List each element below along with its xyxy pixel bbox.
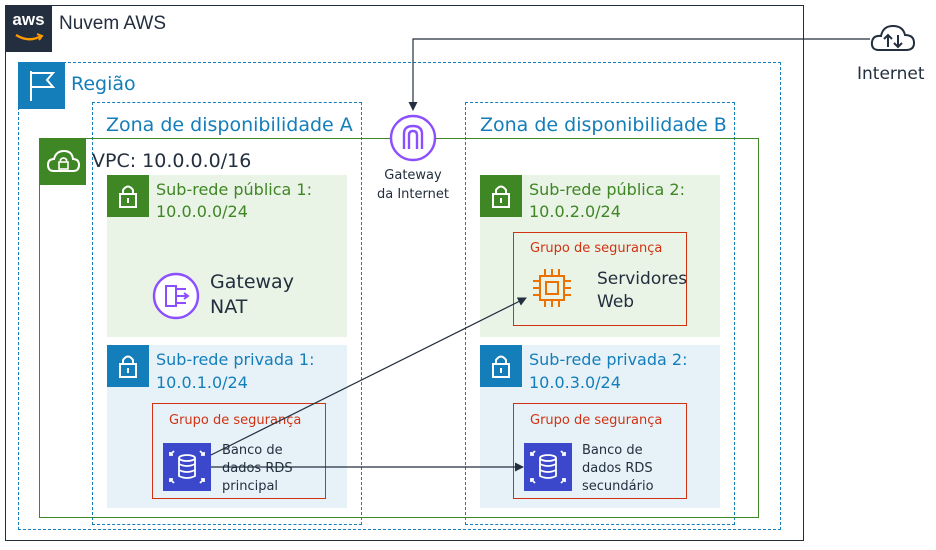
vpc-label: VPC: 10.0.0.0/16 [92, 150, 252, 172]
aws-cloud-title: Nuvem AWS [59, 13, 166, 34]
private-subnet-2-name: Sub-rede privada 2: [529, 350, 688, 369]
web-security-group [513, 232, 687, 326]
vpc-icon-tile [39, 138, 86, 185]
web-servers-label-line2: Web [597, 292, 635, 312]
region-flag-icon [30, 71, 56, 101]
rds-primary-label-line2: dados RDS [222, 461, 293, 476]
ec2-chip-icon [533, 269, 571, 307]
rds-secondary-label-line1: Banco de [582, 443, 643, 458]
region-flag-tile [18, 62, 65, 109]
rds-database-icon [169, 450, 205, 484]
availability-zone-a-label: Zona de disponibilidade A [106, 114, 353, 136]
lock-icon [119, 355, 137, 378]
region-label: Região [71, 73, 136, 95]
public-subnet-2-name: Sub-rede pública 2: [529, 180, 685, 199]
internet-gateway-label-line2: da Internet [377, 187, 449, 202]
lock-icon [492, 355, 510, 378]
nat-gateway-label-line2: NAT [210, 296, 248, 318]
rds-database-icon [530, 450, 566, 484]
rds-primary-security-group-label: Grupo de segurança [169, 413, 302, 428]
private-subnet-1-cidr: 10.0.1.0/24 [156, 373, 248, 392]
aws-cloud-group [5, 5, 804, 541]
aws-logo: aws [5, 5, 52, 52]
private-subnet-2-cidr: 10.0.3.0/24 [529, 373, 621, 392]
public-subnet-1-lock-tile [107, 175, 149, 217]
aws-logo-text: aws [12, 10, 45, 29]
internet-gateway-label-line1: Gateway [384, 168, 442, 183]
public-subnet-1-cidr: 10.0.0.0/24 [156, 202, 248, 221]
internet-gateway-icon [389, 114, 437, 162]
lock-icon [492, 185, 510, 208]
web-servers-label-line1: Servidores [597, 269, 688, 289]
nat-gateway-label-line1: Gateway [210, 271, 294, 293]
public-subnet-2-lock-tile [480, 175, 522, 217]
internet-label: Internet [857, 64, 925, 84]
rds-primary-label-line3: principal [222, 479, 279, 494]
nat-gateway-icon [152, 272, 200, 320]
web-security-group-label: Grupo de segurança [530, 241, 663, 256]
rds-secondary-icon-tile [524, 443, 572, 491]
vpc-cloud-lock-icon [46, 149, 80, 172]
rds-secondary-label-line2: dados RDS [582, 461, 653, 476]
internet-cloud-icon [870, 24, 916, 51]
region-group [18, 62, 781, 530]
lock-icon [119, 185, 137, 208]
private-subnet-1-name: Sub-rede privada 1: [156, 350, 315, 369]
rds-primary-icon-tile [163, 443, 211, 491]
rds-secondary-security-group-label: Grupo de segurança [530, 413, 663, 428]
availability-zone-b-label: Zona de disponibilidade B [480, 114, 727, 136]
aws-smile-icon [15, 33, 44, 41]
private-subnet-1-lock-tile [107, 345, 149, 387]
rds-secondary-label-line3: secundário [582, 479, 654, 494]
public-subnet-2-cidr: 10.0.2.0/24 [529, 202, 621, 221]
public-subnet-1-name: Sub-rede pública 1: [156, 180, 312, 199]
rds-primary-label-line1: Banco de [222, 443, 283, 458]
private-subnet-2-lock-tile [480, 345, 522, 387]
